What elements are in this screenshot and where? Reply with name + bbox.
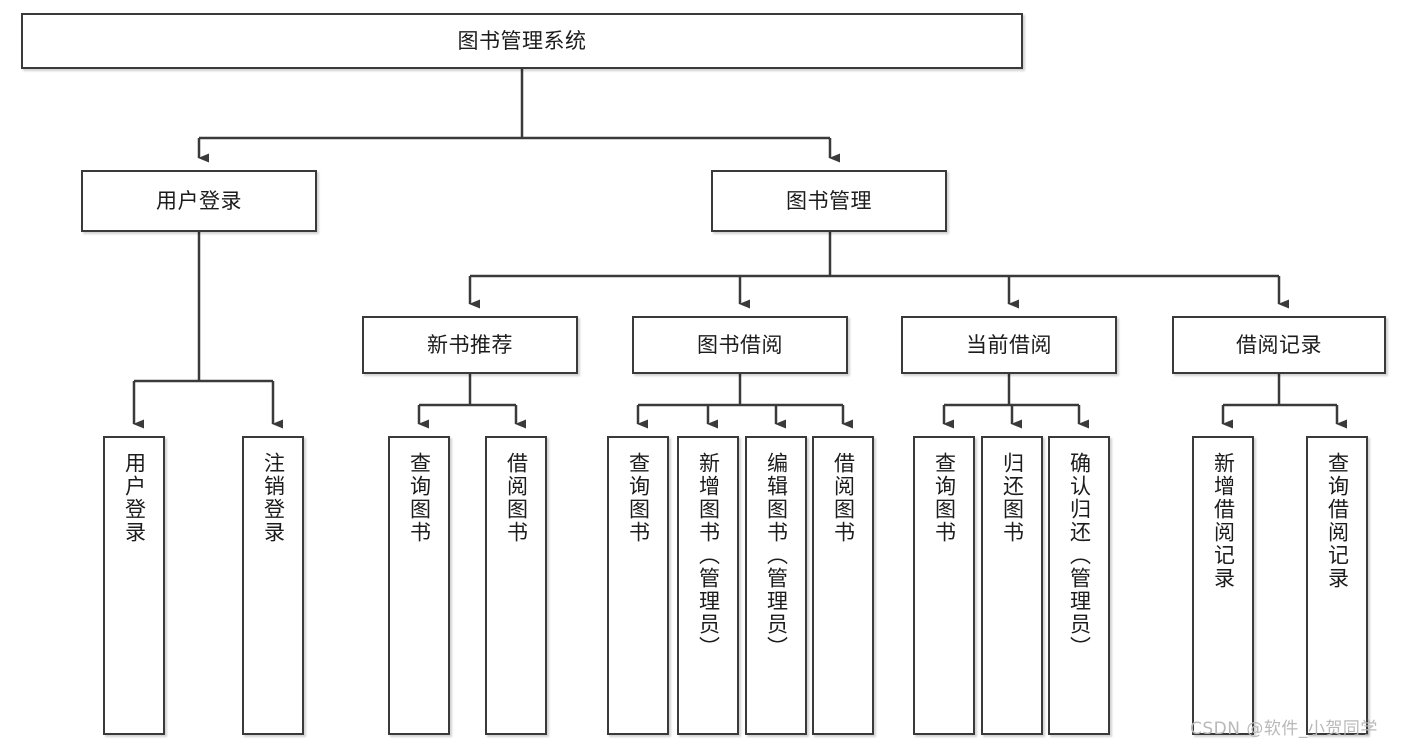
csdn-watermark: CSDN @软件_小贺同学	[1190, 719, 1378, 739]
node-root[interactable]: 图书管理系统	[21, 13, 1023, 69]
node-borrow-record[interactable]: 借阅记录	[1172, 316, 1386, 374]
node-leaf-user-login-label: 用户登录	[122, 452, 147, 544]
node-leaf-return-book[interactable]: 归还图书	[981, 436, 1043, 735]
node-leaf-query-book-2-label: 查询图书	[626, 452, 651, 544]
node-new-book-rec-label: 新书推荐	[427, 332, 513, 357]
node-leaf-confirm-return-label: 确认归还（管理员）	[1067, 452, 1092, 659]
node-user-login[interactable]: 用户登录	[81, 170, 317, 232]
node-leaf-borrow-book-2[interactable]: 借阅图书	[812, 436, 874, 735]
node-user-login-label: 用户登录	[156, 188, 242, 213]
node-leaf-confirm-return[interactable]: 确认归还（管理员）	[1048, 436, 1110, 735]
node-leaf-add-book-label: 新增图书（管理员）	[696, 452, 721, 659]
node-leaf-add-record[interactable]: 新增借阅记录	[1192, 436, 1254, 735]
node-book-borrow[interactable]: 图书借阅	[632, 316, 848, 374]
node-leaf-add-record-label: 新增借阅记录	[1211, 452, 1236, 590]
node-current-borrow[interactable]: 当前借阅	[901, 316, 1117, 374]
node-leaf-borrow-book-1[interactable]: 借阅图书	[485, 436, 547, 735]
node-leaf-query-book-1[interactable]: 查询图书	[388, 436, 450, 735]
node-leaf-edit-book[interactable]: 编辑图书（管理员）	[745, 436, 807, 735]
node-book-manage-label: 图书管理	[786, 188, 872, 213]
node-leaf-user-login[interactable]: 用户登录	[103, 436, 165, 735]
node-leaf-query-book-3[interactable]: 查询图书	[913, 436, 975, 735]
node-leaf-borrow-book-2-label: 借阅图书	[831, 452, 856, 544]
node-leaf-query-book-3-label: 查询图书	[932, 452, 957, 544]
node-current-borrow-label: 当前借阅	[966, 332, 1052, 357]
node-book-borrow-label: 图书借阅	[697, 332, 783, 357]
node-leaf-query-book-2[interactable]: 查询图书	[607, 436, 669, 735]
node-book-manage[interactable]: 图书管理	[711, 170, 947, 232]
node-new-book-rec[interactable]: 新书推荐	[362, 316, 578, 374]
node-leaf-edit-book-label: 编辑图书（管理员）	[764, 452, 789, 659]
node-leaf-logout-label: 注销登录	[261, 452, 286, 544]
node-leaf-logout[interactable]: 注销登录	[242, 436, 304, 735]
node-leaf-add-book[interactable]: 新增图书（管理员）	[677, 436, 739, 735]
node-leaf-query-record[interactable]: 查询借阅记录	[1306, 436, 1368, 735]
node-leaf-return-book-label: 归还图书	[1000, 452, 1025, 544]
node-leaf-query-book-1-label: 查询图书	[407, 452, 432, 544]
node-borrow-record-label: 借阅记录	[1236, 332, 1322, 357]
node-leaf-query-record-label: 查询借阅记录	[1325, 452, 1350, 590]
node-root-label: 图书管理系统	[457, 28, 587, 53]
node-leaf-borrow-book-1-label: 借阅图书	[504, 452, 529, 544]
